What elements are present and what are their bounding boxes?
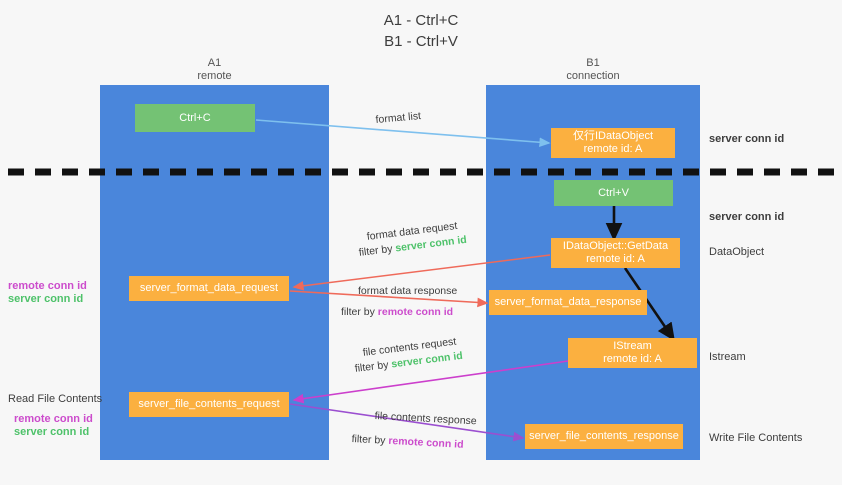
box-server-format-data-request[interactable]: server_format_data_request bbox=[129, 276, 289, 301]
lane-b1-name: B1 bbox=[586, 57, 600, 69]
mid-label-format-data-response: format data response bbox=[358, 285, 458, 297]
left-label-remote-conn-id-1: remote conn id bbox=[8, 280, 87, 292]
mid-label-file-contents-response: file contents response bbox=[374, 409, 477, 428]
filter-by-4-prefix: filter by bbox=[351, 432, 389, 447]
box-server-file-contents-response[interactable]: server_file_contents_response bbox=[525, 424, 683, 449]
box-idataobject-top-line2: remote id: A bbox=[583, 143, 643, 155]
box-idataobject-top[interactable]: 仅行IDataObject remote id: A bbox=[551, 128, 675, 158]
filter-by-2-prefix: filter by bbox=[341, 306, 378, 318]
box-ctrl-v-label: Ctrl+V bbox=[598, 186, 629, 199]
right-label-dataobject: DataObject bbox=[709, 246, 765, 258]
right-label-server-conn-id-1: server conn id bbox=[709, 133, 785, 145]
box-server-file-contents-request-label: server_file_contents_request bbox=[138, 398, 280, 410]
lane-a1-sub: remote bbox=[197, 70, 232, 82]
box-ctrl-c-label: Ctrl+C bbox=[179, 111, 211, 124]
box-ctrl-c[interactable]: Ctrl+C bbox=[135, 104, 255, 132]
right-label-write-file-contents: Write File Contents bbox=[709, 432, 803, 444]
title-line-1: A1 - Ctrl+C bbox=[383, 12, 459, 29]
box-server-file-contents-response-label: server_file_contents_response bbox=[529, 430, 679, 442]
box-idataobject-top-line1: 仅行IDataObject bbox=[572, 130, 654, 142]
right-label-server-conn-id-2: server conn id bbox=[709, 211, 785, 223]
left-label-remote-conn-id-2: remote conn id bbox=[14, 413, 93, 425]
left-label-read-file-contents: Read File Contents bbox=[8, 393, 103, 405]
lane-b1-sub: connection bbox=[566, 70, 620, 82]
lane-header-b1: B1 connection bbox=[486, 57, 700, 83]
lane-a1-name: A1 bbox=[207, 57, 222, 69]
box-getdata-line2: remote id: A bbox=[586, 253, 645, 265]
left-label-server-conn-id-1: server conn id bbox=[8, 293, 84, 305]
box-server-file-contents-request[interactable]: server_file_contents_request bbox=[129, 392, 289, 417]
mid-label-filter-by-4: filter by remote conn id bbox=[351, 432, 464, 452]
lane-header-a1: A1 remote bbox=[100, 57, 329, 83]
box-getdata-line1: IDataObject::GetData bbox=[562, 240, 669, 252]
mid-label-filter-by-2: filter by remote conn id bbox=[341, 305, 453, 319]
box-server-format-data-response[interactable]: server_format_data_response bbox=[489, 290, 647, 315]
mid-label-format-list: format list bbox=[375, 110, 422, 126]
page-title: A1 - Ctrl+C B1 - Ctrl+V bbox=[0, 10, 842, 52]
box-server-format-data-request-label: server_format_data_request bbox=[139, 282, 279, 294]
filter-by-1-prefix: filter by bbox=[358, 242, 397, 259]
right-label-istream: Istream bbox=[709, 351, 746, 363]
filter-by-2-tag: remote conn id bbox=[377, 306, 454, 318]
box-idataobject-getdata[interactable]: IDataObject::GetData remote id: A bbox=[551, 238, 680, 268]
title-line-2: B1 - Ctrl+V bbox=[384, 33, 458, 50]
box-server-format-data-response-label: server_format_data_response bbox=[494, 296, 642, 308]
left-label-server-conn-id-2: server conn id bbox=[14, 426, 90, 438]
box-istream-line1: IStream bbox=[613, 340, 652, 352]
filter-by-3-prefix: filter by bbox=[354, 358, 393, 375]
filter-by-4-tag: remote conn id bbox=[388, 434, 464, 451]
box-istream-line2: remote id: A bbox=[603, 353, 662, 365]
box-ctrl-v[interactable]: Ctrl+V bbox=[554, 180, 673, 206]
box-istream[interactable]: IStream remote id: A bbox=[568, 338, 697, 368]
